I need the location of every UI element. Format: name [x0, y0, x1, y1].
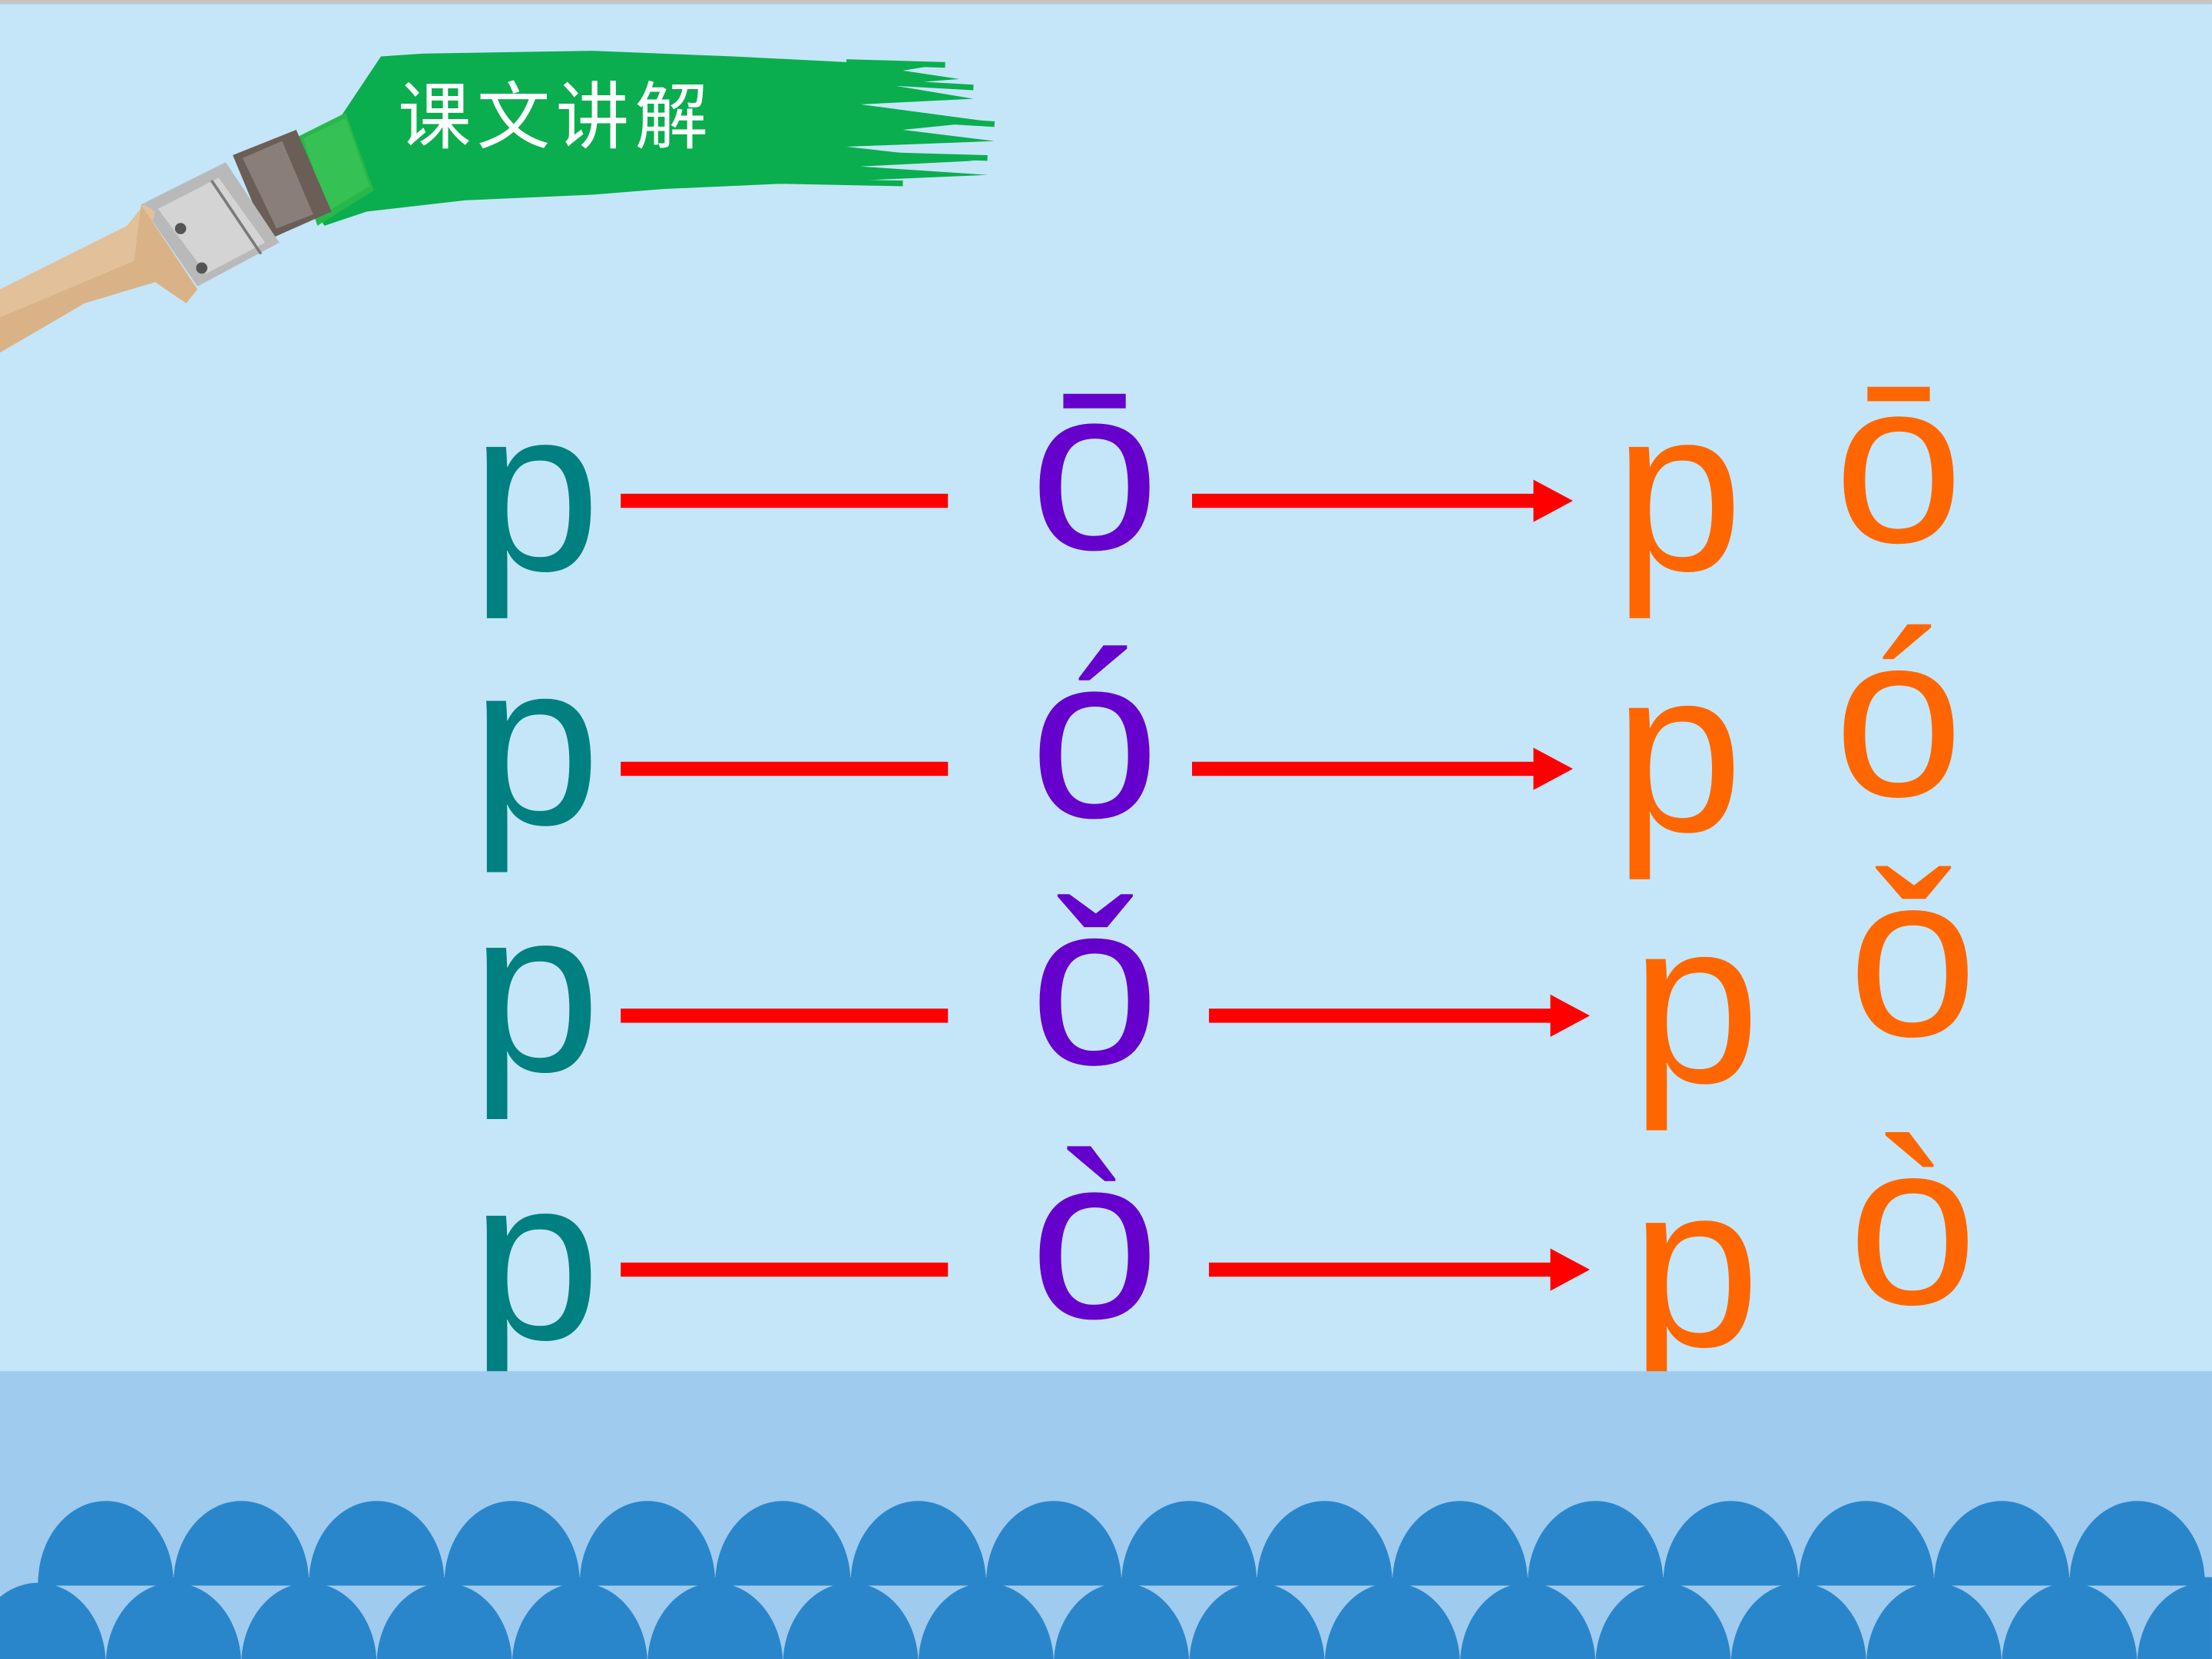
section-banner: 课文讲解 [0, 0, 1072, 381]
syllable-initial: p [1631, 1135, 1760, 1396]
initial-letter: p [471, 1128, 601, 1389]
syllable-initial: p [1614, 621, 1743, 881]
top-border [0, 0, 2212, 5]
arrowhead [1550, 994, 1590, 1037]
arrowhead [1550, 1248, 1590, 1291]
section-title: 课文讲解 [397, 76, 714, 161]
connector-line [621, 493, 949, 508]
final-letter: ǒ [1029, 853, 1160, 1114]
paintbrush-icon [0, 51, 995, 353]
arrowhead [1533, 479, 1573, 522]
syllable-final: ǒ [1848, 825, 1978, 1085]
initial-letter: p [471, 613, 601, 873]
syllable-initial: p [1631, 872, 1760, 1132]
right-arrow-icon [1209, 1262, 1555, 1277]
waves-decoration [0, 1501, 2212, 1659]
right-arrow-icon [1209, 1008, 1555, 1023]
initial-letter: p [471, 860, 601, 1121]
final-letter: ò [1029, 1107, 1160, 1367]
connector-line [621, 1008, 949, 1023]
right-arrow-icon [1192, 761, 1538, 777]
syllable-final: ò [1848, 1093, 1978, 1353]
final-letter: ō [1029, 338, 1160, 598]
syllable-initial: p [1614, 359, 1743, 620]
syllable-final: ó [1833, 585, 1964, 846]
arrowhead [1533, 747, 1573, 790]
initial-letter: p [471, 359, 601, 620]
syllable-final: ō [1833, 331, 1964, 591]
final-letter: ó [1029, 606, 1160, 866]
right-arrow-icon [1192, 493, 1538, 508]
connector-line [621, 1262, 949, 1277]
connector-line [621, 761, 949, 777]
